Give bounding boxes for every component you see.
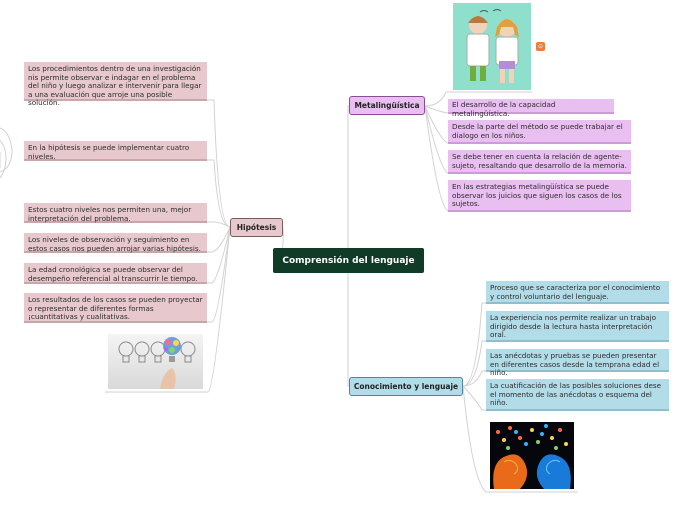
conocimiento-subtopic-3[interactable]: Las anécdotas y pruebas se pueden presen… bbox=[486, 349, 669, 377]
kids-drawing bbox=[466, 9, 519, 83]
branch-hipotesis-label: Hipótesis bbox=[236, 223, 277, 232]
hipotesis-subtopic-5[interactable]: La edad cronológica se puede observar de… bbox=[24, 263, 207, 284]
central-topic-label: Comprensión del lenguaje bbox=[282, 255, 415, 266]
hipotesis-subtopic-2[interactable]: En la hipótesis se puede implementar cua… bbox=[24, 141, 207, 161]
hipotesis-subtopic-6[interactable]: Los resultados de los casos se pueden pr… bbox=[24, 293, 207, 323]
brains-drawing bbox=[493, 424, 571, 489]
metalinguistica-subtopic-3[interactable]: Se debe tener en cuenta la relación de a… bbox=[448, 150, 631, 174]
kids-illustration[interactable] bbox=[453, 3, 531, 90]
conocimiento-subtopic-2[interactable]: La experiencia nos permite realizar un t… bbox=[486, 311, 669, 342]
hipotesis-subtopic-3[interactable]: Estos cuatro niveles nos permiten una, m… bbox=[24, 203, 207, 223]
metalinguistica-subtopic-2[interactable]: Desde la parte del método se puede traba… bbox=[448, 120, 631, 144]
branch-conocimiento[interactable]: Conocimiento y lenguaje bbox=[349, 377, 463, 396]
metalinguistica-subtopic-4[interactable]: En las estrategias metalingüística se pu… bbox=[448, 180, 631, 212]
hipotesis-subtopic-1[interactable]: Los procedimientos dentro de una investi… bbox=[24, 62, 207, 107]
metalinguistica-subtopic-1[interactable]: El desarrollo de la capacidad metalingüí… bbox=[448, 99, 614, 117]
branch-conocimiento-label: Conocimiento y lenguaje bbox=[353, 382, 459, 391]
hipotesis-subtopic-4[interactable]: Los niveles de observación y seguimiento… bbox=[24, 233, 207, 253]
branch-hipotesis[interactable]: Hipótesis bbox=[230, 218, 283, 237]
branch-metalinguistica-label: Metalingüística bbox=[354, 101, 420, 110]
branch-metalinguistica[interactable]: Metalingüística bbox=[349, 96, 425, 115]
conocimiento-subtopic-1[interactable]: Proceso que se caracteriza por el conoci… bbox=[486, 281, 669, 304]
lightbulbs-drawing bbox=[118, 337, 196, 389]
link-icon[interactable]: ⊙ bbox=[536, 42, 545, 51]
central-topic[interactable]: Comprensión del lenguaje bbox=[273, 248, 424, 273]
brains-image[interactable] bbox=[490, 422, 574, 489]
conocimiento-subtopic-4[interactable]: La cuatificación de las posibles solucio… bbox=[486, 379, 669, 411]
lightbulbs-image[interactable] bbox=[108, 334, 203, 389]
